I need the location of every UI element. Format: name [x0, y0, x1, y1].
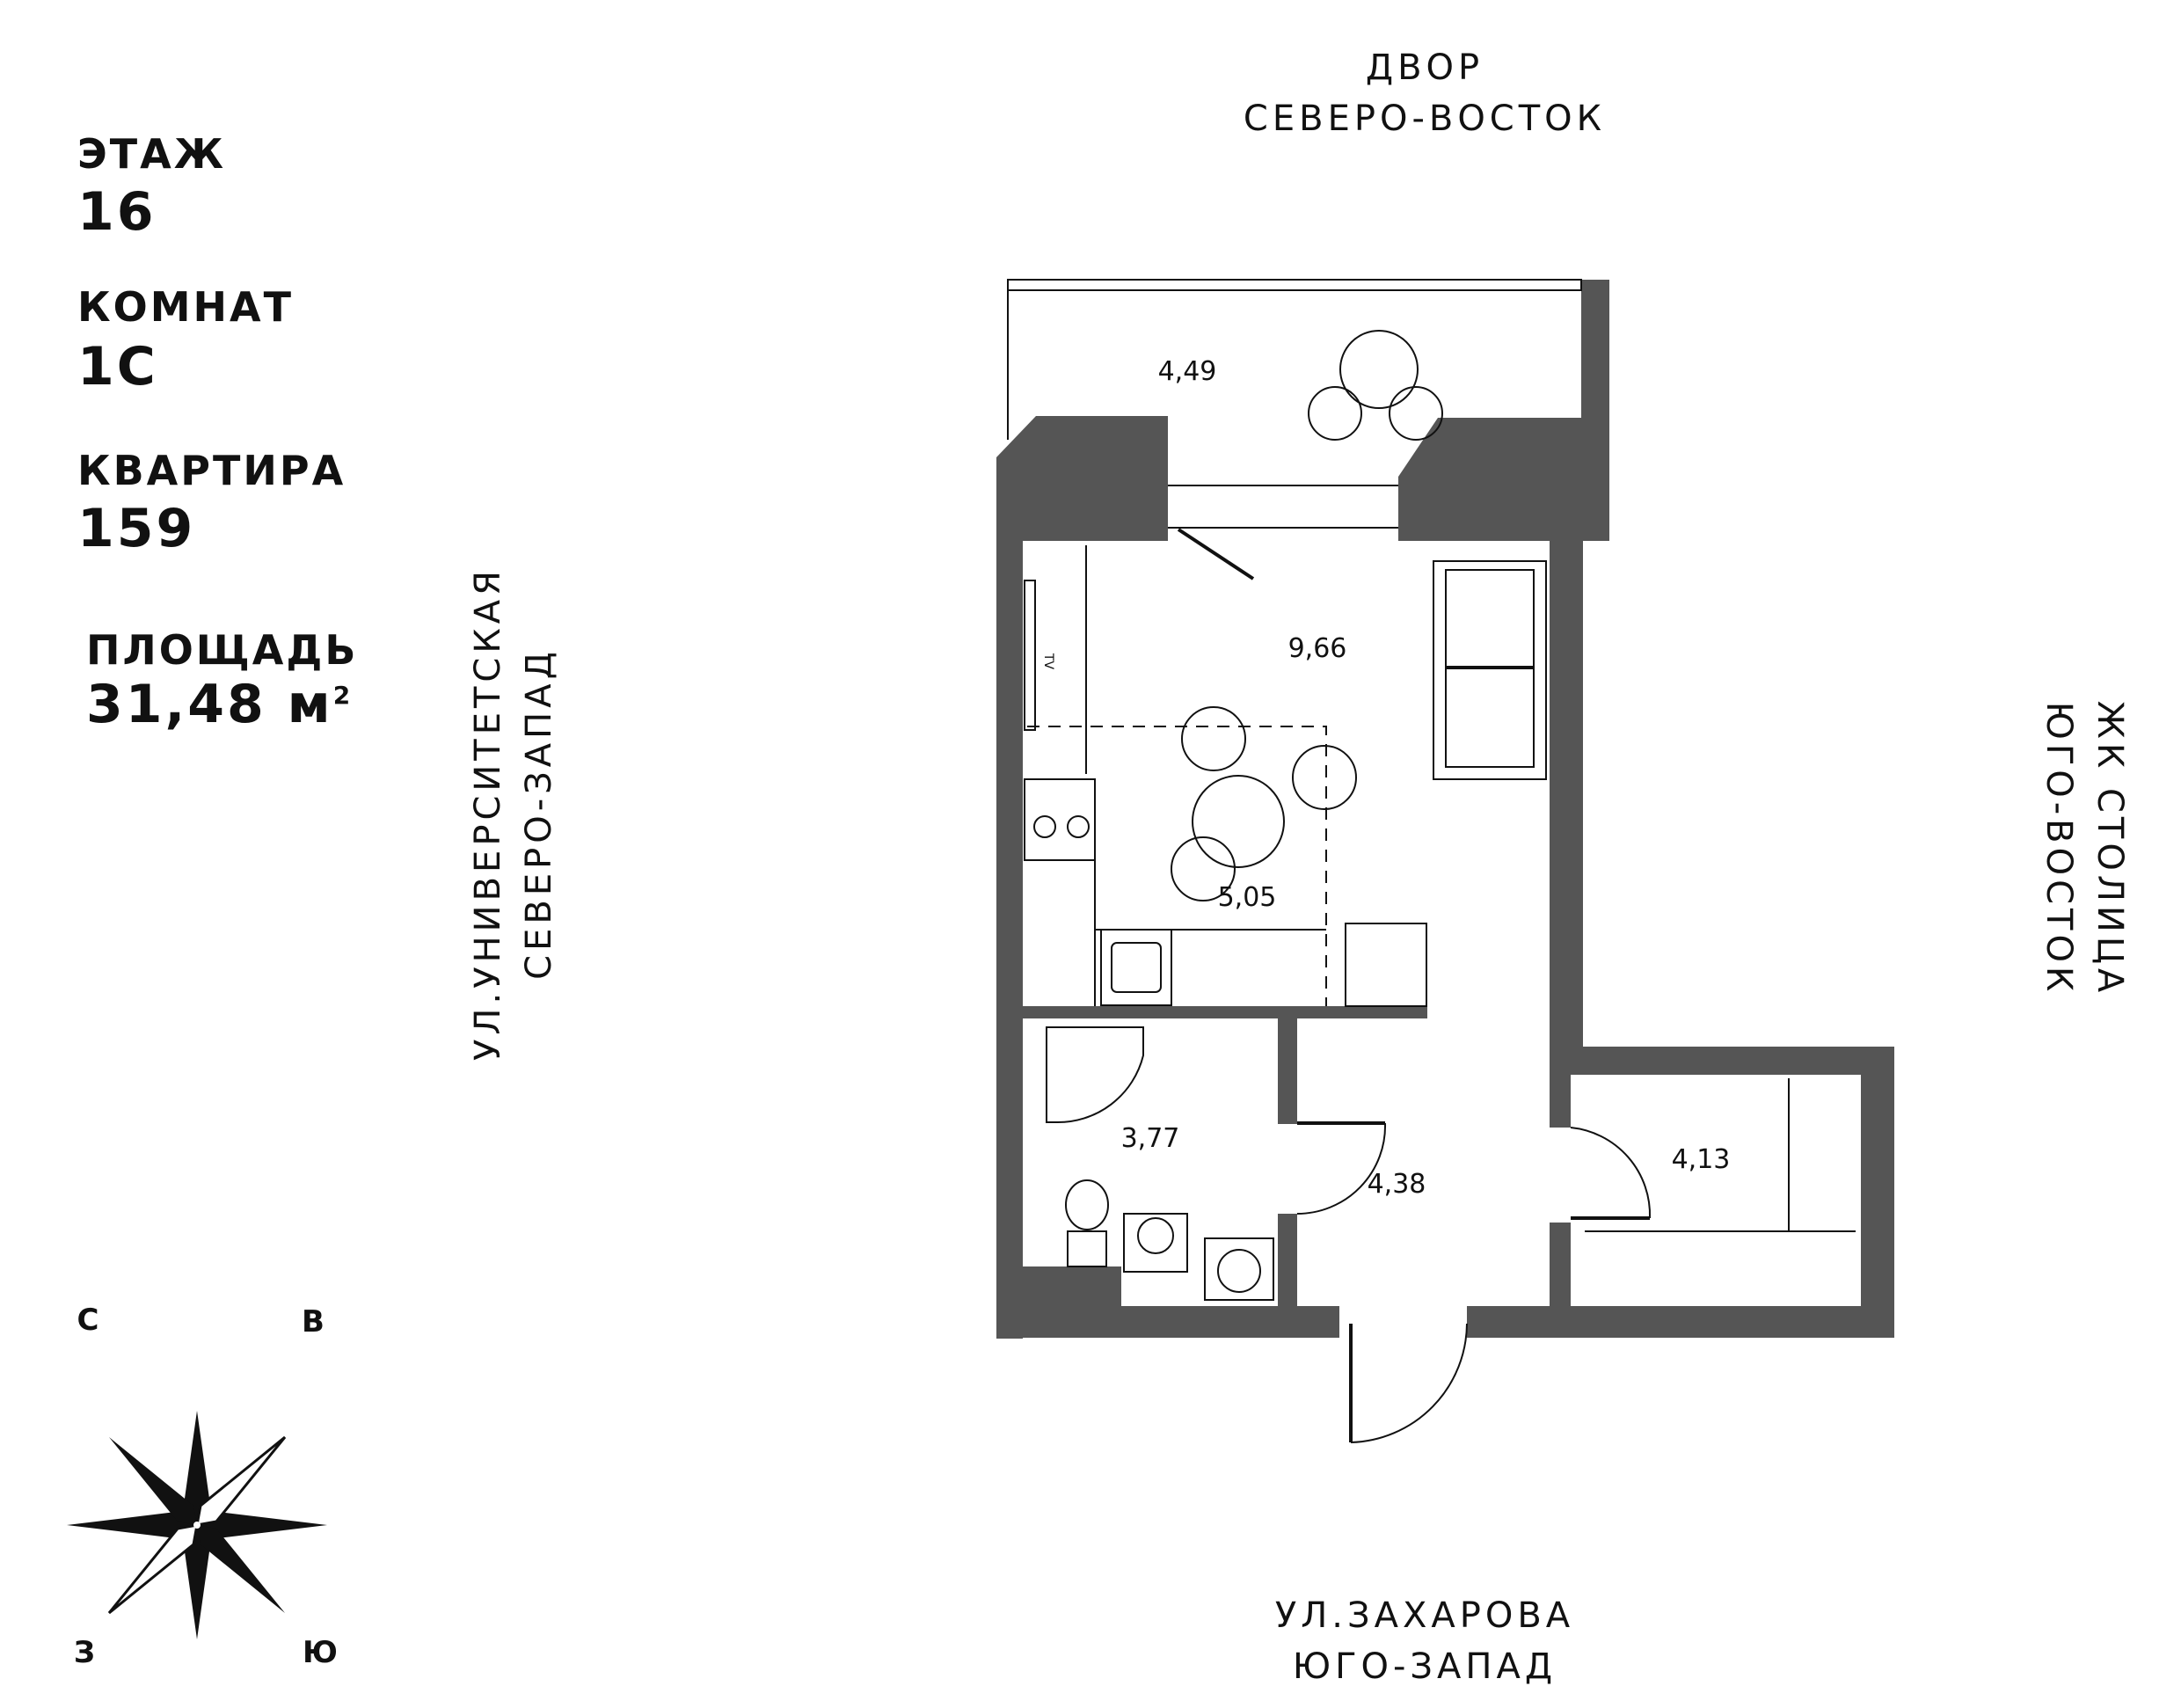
dining-chair-top: [1181, 706, 1246, 771]
wall-bath-bottom: [1023, 1266, 1121, 1307]
wall-wardrobe-stub-lower: [1550, 1223, 1571, 1307]
balcony-chair-left: [1308, 386, 1362, 441]
compass-labels: С В З Ю: [74, 1303, 338, 1670]
linework: [1007, 279, 1856, 1443]
balcony-door-leaf: [1177, 528, 1255, 580]
dining-chair-right: [1292, 745, 1357, 810]
bath-sink: [1123, 1213, 1188, 1273]
room-labels: 4,49 9,66 5,05 3,77 4,38 4,13 TV: [1041, 356, 1730, 1200]
shower: [1046, 1026, 1144, 1124]
compass-point-e: [197, 1511, 327, 1539]
compass-point-sw: [107, 1523, 199, 1615]
balcony-railing: [1007, 279, 1582, 291]
room-area-living: 9,66: [1288, 633, 1347, 664]
wall-upper-right-column: [1398, 418, 1609, 541]
orientation-bottom: УЛ.ЗАХАРОВА ЮГО-ЗАПАД: [1143, 1590, 1706, 1692]
compass-label-south: Ю: [303, 1635, 338, 1670]
wall-bath-right-upper: [1278, 1018, 1297, 1124]
balcony-table: [1339, 330, 1419, 409]
wall-bottom-left: [996, 1306, 1339, 1338]
compass-point-w: [67, 1511, 197, 1539]
room-area-bathroom: 3,77: [1121, 1123, 1180, 1154]
dining-chair-bottom: [1171, 836, 1236, 901]
compass-label-north: С: [77, 1303, 99, 1338]
orientation-top-line1: ДВОР: [1365, 47, 1484, 88]
sofa-cushion-top: [1445, 569, 1535, 668]
area-label: ПЛОЩАДЬ: [86, 626, 359, 674]
compass-point-s: [183, 1525, 211, 1639]
wall-bath-right-lower: [1278, 1214, 1297, 1307]
area-unit-sup: 2: [332, 681, 354, 710]
toilet-bowl: [1065, 1179, 1109, 1230]
compass-label-west: З: [74, 1635, 95, 1670]
area-value: 31,48 м2: [86, 674, 353, 735]
wall-upper-left-column: [996, 416, 1168, 541]
compass-point-se: [197, 1525, 285, 1613]
wall-wardrobe-stub-upper: [1550, 1075, 1571, 1128]
balcony-chair-right: [1389, 386, 1443, 441]
bath-sink-bowl: [1137, 1217, 1174, 1254]
compass-point-nw: [109, 1437, 197, 1525]
compass-point-n: [183, 1411, 211, 1525]
stove: [1024, 778, 1096, 861]
wall-wardrobe-right: [1861, 1047, 1894, 1337]
tv-label: TV: [1041, 653, 1055, 670]
sofa-cushion-bottom: [1445, 668, 1535, 768]
orientation-top-line2: СЕВЕРО-ВОСТОК: [1243, 99, 1607, 139]
wall-balcony-right: [1581, 280, 1609, 541]
floor-value: 16: [77, 181, 157, 243]
zone-divider-dashed: [1027, 726, 1327, 1006]
apartment-label: КВАРТИРА: [77, 447, 346, 494]
stove-burner-2: [1067, 815, 1090, 838]
dining-table: [1192, 775, 1285, 868]
wall-kitchen-bottom: [1023, 1006, 1427, 1018]
orientation-top: ДВОР СЕВЕРО-ВОСТОК: [1143, 42, 1706, 144]
wall-left-outer: [996, 457, 1023, 1339]
bath-door-swing: [1296, 1122, 1387, 1215]
compass-label-east: В: [302, 1304, 325, 1339]
entrance-door-swing: [1350, 1323, 1468, 1443]
apartment-value: 159: [77, 498, 196, 559]
washing-machine-drum: [1217, 1249, 1261, 1293]
compass-point-ne: [195, 1435, 287, 1527]
wall-wardrobe-top: [1550, 1047, 1894, 1075]
toilet-tank: [1067, 1230, 1107, 1267]
wall-right-living: [1550, 541, 1583, 1048]
washing-machine: [1204, 1237, 1274, 1301]
wardrobe-door-swing: [1570, 1127, 1652, 1219]
tv-stand: [1024, 580, 1036, 731]
wall-bottom-right: [1467, 1306, 1894, 1338]
compass-rose: [67, 1411, 327, 1639]
walls: [996, 280, 1894, 1339]
room-area-kitchen: 5,05: [1218, 882, 1277, 913]
stove-burner-1: [1033, 815, 1056, 838]
compass-center: [193, 1522, 201, 1529]
room-area-hall: 4,38: [1368, 1169, 1426, 1200]
orientation-bottom-line2: ЮГО-ЗАПАД: [1292, 1646, 1557, 1687]
sofa: [1433, 560, 1547, 780]
fridge: [1345, 923, 1427, 1007]
floor-label: ЭТАЖ: [77, 130, 227, 178]
kitchen-sink-basin: [1111, 942, 1162, 993]
room-area-wardrobe: 4,13: [1672, 1144, 1731, 1175]
rooms-label: КОМНАТ: [77, 283, 294, 331]
area-number: 31,48 м: [86, 674, 333, 735]
rooms-value: 1С: [77, 336, 158, 398]
room-area-balcony: 4,49: [1158, 356, 1217, 387]
orientation-bottom-line1: УЛ.ЗАХАРОВА: [1274, 1595, 1575, 1636]
